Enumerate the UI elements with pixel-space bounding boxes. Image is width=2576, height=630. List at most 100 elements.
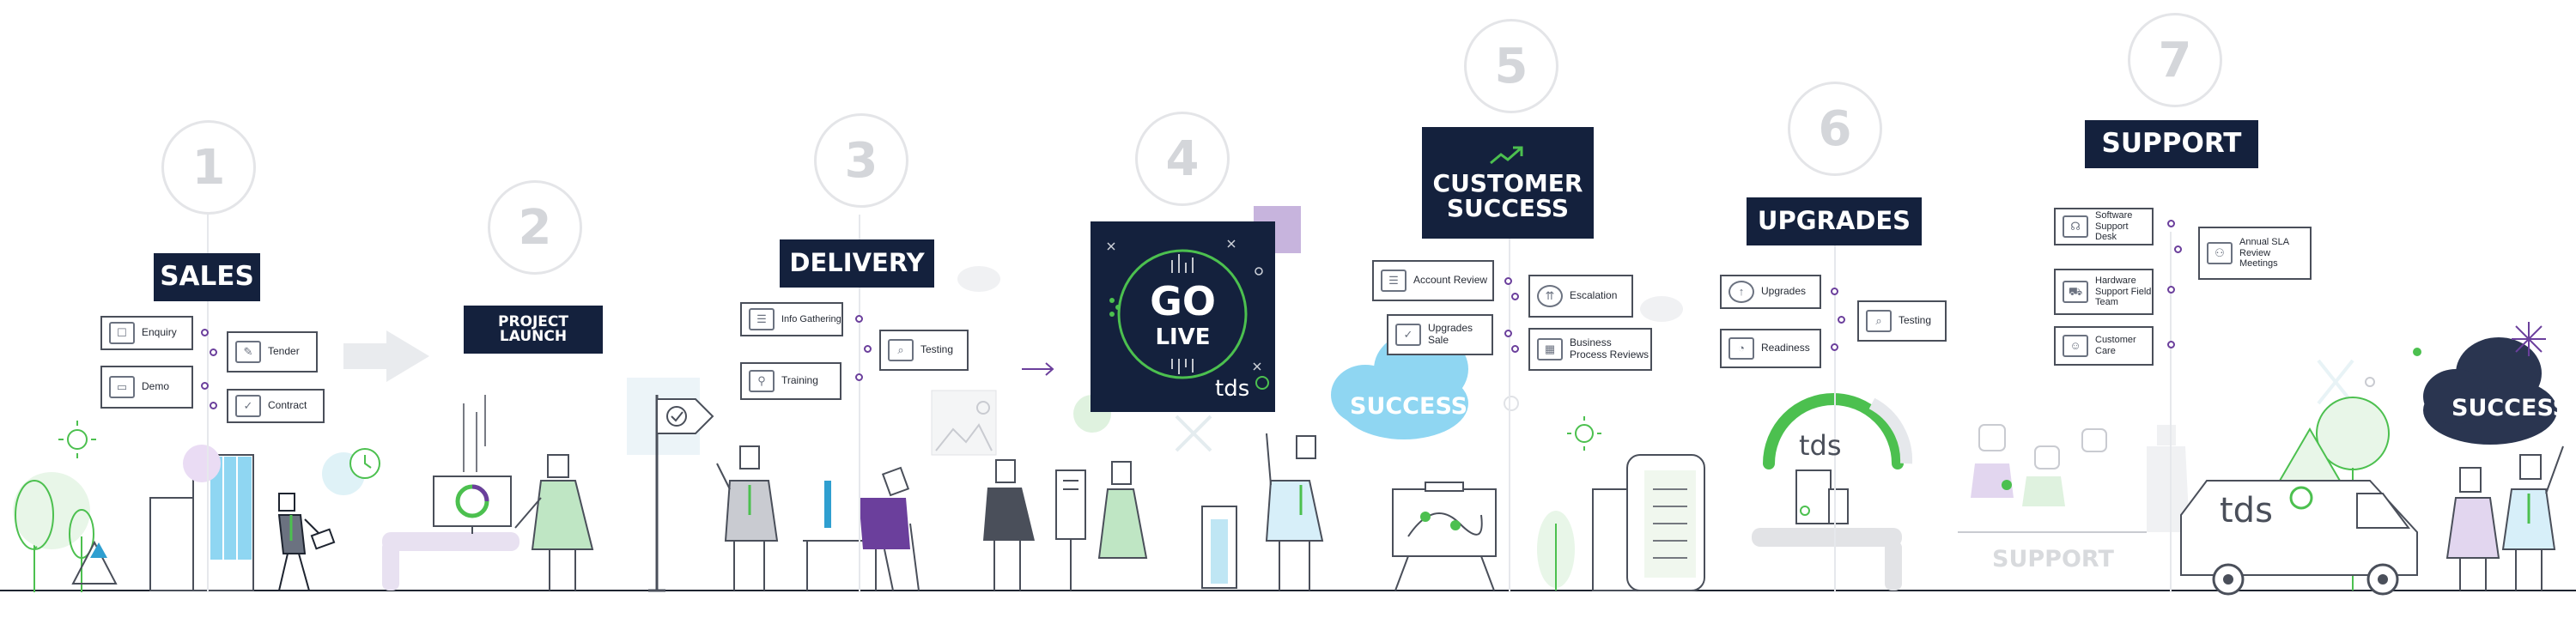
info-gathering-box: ☰ Info Gathering bbox=[740, 302, 843, 336]
go-live-line-2: LIVE bbox=[1155, 324, 1211, 350]
contract-connector bbox=[210, 402, 217, 409]
info-gathering-label: Info Gathering bbox=[781, 313, 841, 324]
upgrades-box: ↑ Upgrades bbox=[1720, 275, 1821, 309]
step-number-5: 5 bbox=[1464, 19, 1558, 113]
hardware-support-line-1: Hardware bbox=[2095, 276, 2136, 287]
go-live-panel: GO LIVE tds bbox=[1091, 221, 1275, 412]
checklist-icon: ☰ bbox=[749, 308, 775, 330]
van-icon: ⛟ bbox=[2063, 281, 2088, 303]
support-title: SUPPORT bbox=[2085, 120, 2258, 168]
hardware-support-line-3: Team bbox=[2095, 297, 2118, 308]
step-number-7: 7 bbox=[2128, 13, 2222, 107]
support-faded-sign: SUPPORT bbox=[1992, 546, 2114, 572]
presenter-icon: ⚲ bbox=[749, 370, 775, 392]
bpr-connector bbox=[1511, 345, 1519, 353]
escalation-box: ⇈Escalation bbox=[1528, 275, 1633, 318]
readiness-connector bbox=[1831, 343, 1838, 351]
step-number-6: 6 bbox=[1788, 82, 1882, 176]
customer-care-line-1: Customer bbox=[2095, 335, 2136, 346]
timeline-line-6 bbox=[1834, 232, 1836, 592]
step-number-1: 1 bbox=[161, 120, 256, 215]
contract-icon: ✓ bbox=[235, 395, 261, 417]
demo-connector bbox=[201, 382, 209, 390]
demo-box: ▭Demo bbox=[100, 366, 193, 409]
people-icon: ☺ bbox=[2063, 335, 2088, 357]
annual-sla-line-3: Meetings bbox=[2239, 258, 2278, 270]
project-launch-title: PROJECT LAUNCH bbox=[464, 306, 603, 354]
monitor-check-icon: ✓ bbox=[1395, 324, 1421, 346]
customer-success-line-1: CUSTOMER bbox=[1432, 169, 1583, 198]
support-desk-line-2: Support Desk bbox=[2095, 221, 2129, 243]
contract-box: ✓ Contract bbox=[227, 389, 325, 423]
customer-success-title: CUSTOMER SUCCESS bbox=[1422, 127, 1594, 239]
magnifier-icon: ⌕ bbox=[1866, 310, 1892, 332]
signal-icon: ◔ bbox=[1728, 337, 1754, 360]
van-brand: tds bbox=[2220, 491, 2273, 530]
support-desk-connector bbox=[2167, 220, 2175, 227]
upgrades-sale-line-1: Upgrades bbox=[1428, 322, 1473, 335]
upgrades-title: UPGRADES bbox=[1747, 197, 1922, 245]
annual-sla-connector bbox=[2174, 245, 2182, 253]
step-number-3: 3 bbox=[814, 113, 908, 208]
readiness-box: ◔ Readiness bbox=[1720, 329, 1821, 368]
upgrades-sale-line-2: Sale bbox=[1428, 334, 1449, 346]
delivery-testing-connector bbox=[864, 345, 872, 353]
headset-icon: ☊ bbox=[2063, 215, 2088, 238]
upgrades-sale-connector bbox=[1504, 330, 1512, 337]
trend-up-icon bbox=[1490, 146, 1523, 165]
tender-label: Tender bbox=[268, 345, 300, 358]
tender-connector bbox=[210, 348, 217, 356]
timeline-line-7 bbox=[2170, 232, 2172, 592]
timeline-line-5 bbox=[1509, 232, 1510, 592]
go-live-brand: tds bbox=[1215, 376, 1250, 402]
readiness-label: Readiness bbox=[1761, 342, 1810, 354]
info-gathering-connector bbox=[855, 315, 863, 323]
chat-icon: ☐ bbox=[109, 322, 135, 344]
upgrade-arrow-icon: ↑ bbox=[1728, 281, 1754, 303]
hardware-support-connector bbox=[2167, 286, 2175, 294]
contract-label: Contract bbox=[268, 399, 307, 412]
customer-success-line-2: SUCCESS bbox=[1446, 194, 1570, 222]
sales-title: SALES bbox=[154, 253, 260, 301]
bpr-line-1: Business bbox=[1570, 336, 1612, 349]
support-desk-line-1: Software bbox=[2095, 210, 2133, 221]
training-box: ⚲Training bbox=[740, 362, 841, 400]
meeting-icon: ⚇ bbox=[2207, 242, 2233, 264]
enquiry-label: Enquiry bbox=[142, 326, 177, 339]
delivery-testing-box: ⌕Testing bbox=[879, 330, 969, 371]
annual-sla-line-1: Annual SLA bbox=[2239, 237, 2290, 248]
enquiry-box: ☐ Enquiry bbox=[100, 316, 193, 350]
delivery-testing-label: Testing bbox=[920, 343, 954, 356]
document-edit-icon: ✎ bbox=[235, 341, 261, 363]
upgrades-testing-box: ⌕ Testing bbox=[1857, 300, 1947, 342]
bpr-line-2: Process Reviews bbox=[1570, 348, 1649, 360]
customer-care-connector bbox=[2167, 341, 2175, 348]
timeline-line-1 bbox=[207, 215, 209, 592]
customer-care-line-2: Care bbox=[2095, 346, 2116, 356]
annual-sla-line-2: Review bbox=[2239, 247, 2271, 258]
step-number-2: 2 bbox=[488, 180, 582, 275]
report-icon: ☰ bbox=[1381, 270, 1406, 292]
go-live-ring-icon bbox=[1107, 239, 1269, 390]
account-review-box: ☰ Account Review bbox=[1372, 260, 1494, 301]
success-cloud-2-label: SUCCESS bbox=[2451, 395, 2570, 421]
upgrades-label: Upgrades bbox=[1761, 285, 1807, 298]
step-number-4: 4 bbox=[1135, 112, 1230, 206]
upgrades-testing-connector bbox=[1838, 316, 1845, 324]
upgrades-testing-label: Testing bbox=[1899, 314, 1932, 327]
training-connector bbox=[855, 373, 863, 381]
account-review-label: Account Review bbox=[1413, 274, 1488, 287]
